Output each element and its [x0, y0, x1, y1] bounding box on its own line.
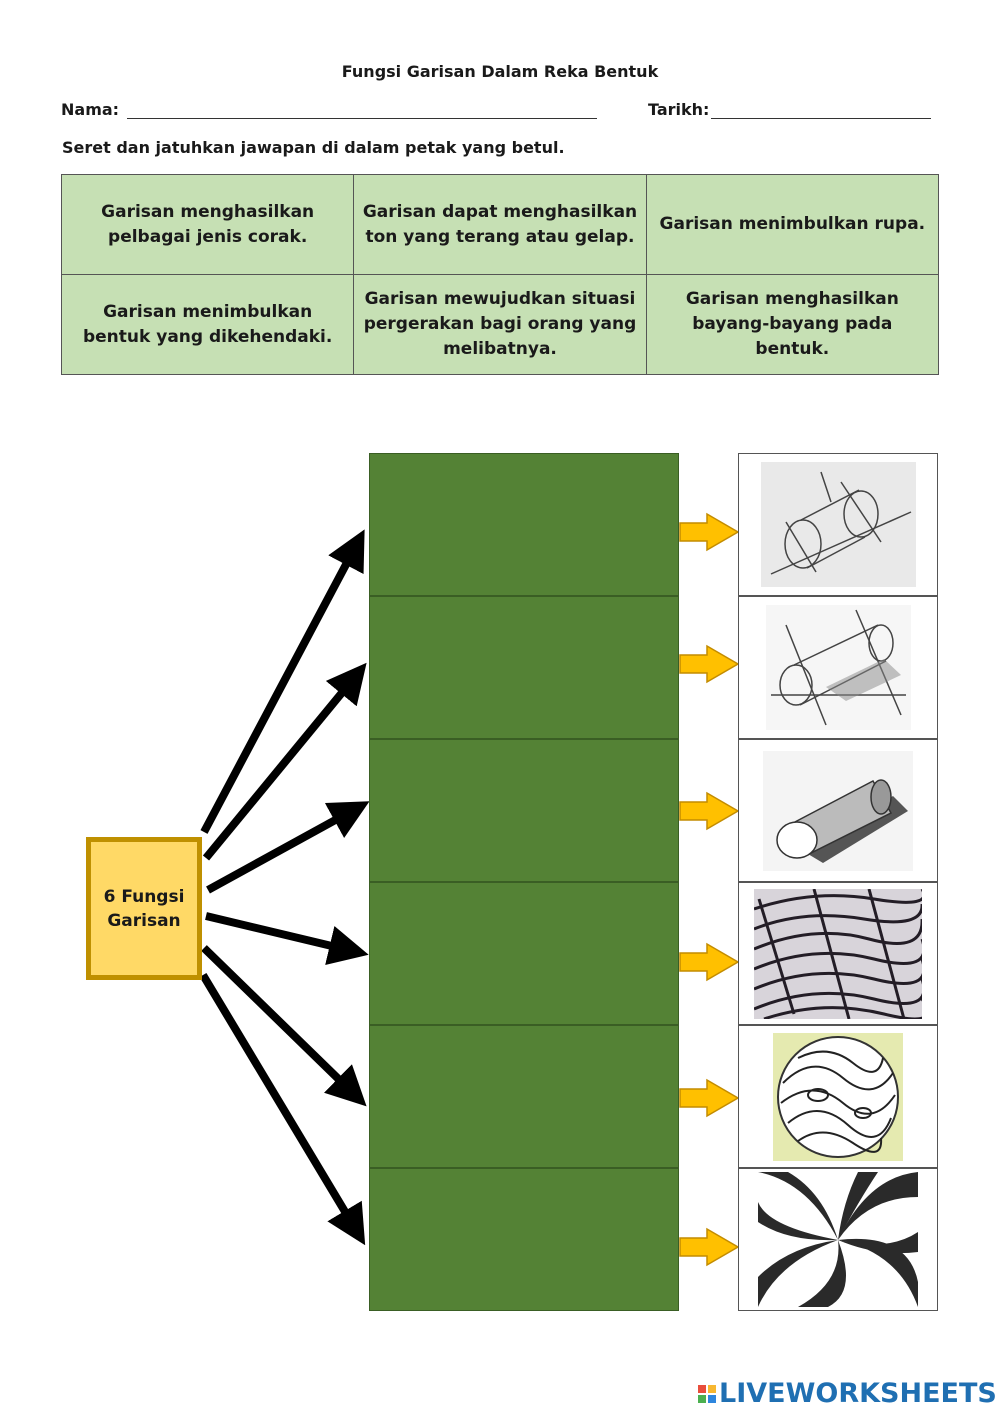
drop-zone[interactable] — [369, 1168, 679, 1311]
hatched-lines-texture — [738, 882, 938, 1025]
answer-card[interactable]: Garisan menimbulkan bentuk yang dikehend… — [60, 274, 355, 375]
answer-card[interactable]: Garisan menghasilkan bayang-bayang pada … — [645, 274, 940, 375]
drop-zone[interactable] — [369, 1025, 679, 1168]
drop-zone[interactable] — [369, 882, 679, 1025]
yellow-arrow — [679, 791, 740, 831]
center-label: 6 Fungsi Garisan — [103, 886, 185, 931]
yellow-arrow — [679, 644, 740, 684]
drop-zone[interactable] — [369, 596, 679, 739]
black-arrow — [205, 912, 369, 965]
black-arrow — [199, 972, 366, 1246]
drop-zone[interactable] — [369, 739, 679, 882]
drop-zones — [369, 453, 679, 1311]
answer-card[interactable]: Garisan mewujudkan situasi pergerakan ba… — [353, 274, 647, 375]
page-title: Fungsi Garisan Dalam Reka Bentuk — [341, 62, 659, 81]
cylinder-with-construction-lines — [738, 596, 938, 739]
liveworksheets-logo: LIVEWORKSHEETS — [698, 1378, 997, 1409]
name-label: Nama: — [61, 100, 120, 119]
cylinder-outline-sketch — [738, 453, 938, 596]
answer-card[interactable]: Garisan dapat menghasilkan ton yang tera… — [353, 174, 647, 275]
spiral-stripes — [738, 1168, 938, 1311]
black-arrow — [206, 801, 370, 894]
date-field[interactable] — [711, 100, 931, 119]
name-field[interactable] — [127, 100, 597, 119]
yellow-arrow — [679, 512, 740, 552]
yellow-arrow — [679, 1078, 740, 1118]
instruction-text: Seret dan jatuhkan jawapan di dalam peta… — [62, 138, 565, 157]
drop-zone[interactable] — [369, 453, 679, 596]
black-arrow — [200, 529, 365, 834]
yellow-arrow — [679, 1227, 740, 1267]
black-arrow — [202, 662, 367, 861]
date-label: Tarikh: — [648, 100, 710, 119]
yellow-arrow — [679, 942, 740, 982]
logo-icon — [698, 1384, 716, 1403]
example-pictures — [738, 453, 938, 1311]
wood-grain-circle — [738, 1025, 938, 1168]
shaded-cylinder — [738, 739, 938, 882]
black-arrow — [201, 945, 367, 1107]
answer-bank: Garisan menghasilkan pelbagai jenis cora… — [60, 174, 940, 375]
answer-card[interactable]: Garisan menimbulkan rupa. — [645, 174, 940, 275]
logo-text: LIVEWORKSHEETS — [719, 1378, 997, 1409]
center-box: 6 Fungsi Garisan — [86, 837, 202, 980]
